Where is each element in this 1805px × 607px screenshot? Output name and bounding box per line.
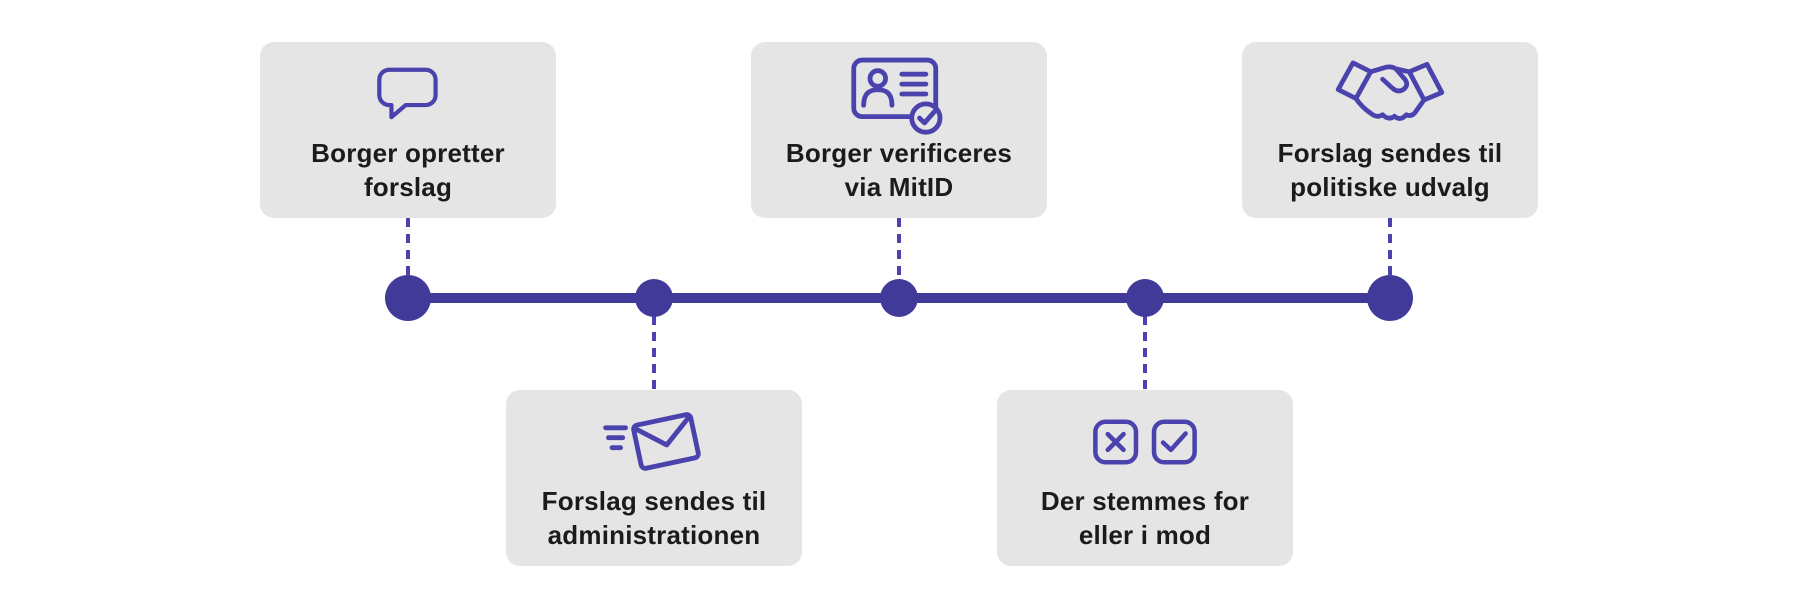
step-label: Borger verificeres via MitID (786, 137, 1012, 205)
step-label: Borger opretter forslag (311, 137, 505, 205)
connector-step-1 (406, 218, 410, 276)
timeline-node-1 (385, 275, 431, 321)
step-card-borger-verificeres-via-mitid: Borger verificeres via MitID (751, 42, 1047, 218)
envelope-send-icon (601, 403, 707, 481)
step-label-line2: via MitID (844, 172, 954, 202)
timeline-node-4 (1126, 279, 1164, 317)
step-label: Forslag sendes til administrationen (542, 485, 767, 553)
step-card-forslag-sendes-til-administrationen: Forslag sendes til administrationen (506, 390, 802, 566)
timeline-node-5 (1367, 275, 1413, 321)
handshake-icon (1332, 55, 1448, 133)
speech-bubble-icon (376, 55, 440, 133)
connector-step-3 (897, 218, 901, 280)
step-label-line2: forslag (363, 172, 453, 202)
timeline-node-3 (880, 279, 918, 317)
timeline-node-2 (635, 279, 673, 317)
connector-step-4 (1143, 316, 1147, 390)
step-label-line1: Der stemmes for (1040, 486, 1250, 517)
step-label-line1: Forslag sendes til (541, 486, 767, 517)
vote-x-check-icon (1092, 403, 1198, 481)
step-label-line2: politiske udvalg (1290, 172, 1490, 202)
id-card-verified-icon (849, 55, 949, 135)
step-label-line1: Borger verificeres (785, 138, 1013, 169)
step-label-line1: Borger opretter (311, 138, 505, 169)
connector-step-5 (1388, 218, 1392, 276)
step-label: Der stemmes for eller i mod (1041, 485, 1249, 553)
step-card-forslag-sendes-til-politiske-udvalg: Forslag sendes til politiske udvalg (1242, 42, 1538, 218)
step-label-line2: administrationen (547, 520, 761, 550)
step-card-der-stemmes-for-eller-i-mod: Der stemmes for eller i mod (997, 390, 1293, 566)
step-label-line2: eller i mod (1078, 520, 1212, 550)
connector-step-2 (652, 316, 656, 390)
step-card-borger-opretter-forslag: Borger opretter forslag (260, 42, 556, 218)
step-label-line1: Forslag sendes til (1277, 138, 1503, 169)
step-label: Forslag sendes til politiske udvalg (1278, 137, 1503, 205)
